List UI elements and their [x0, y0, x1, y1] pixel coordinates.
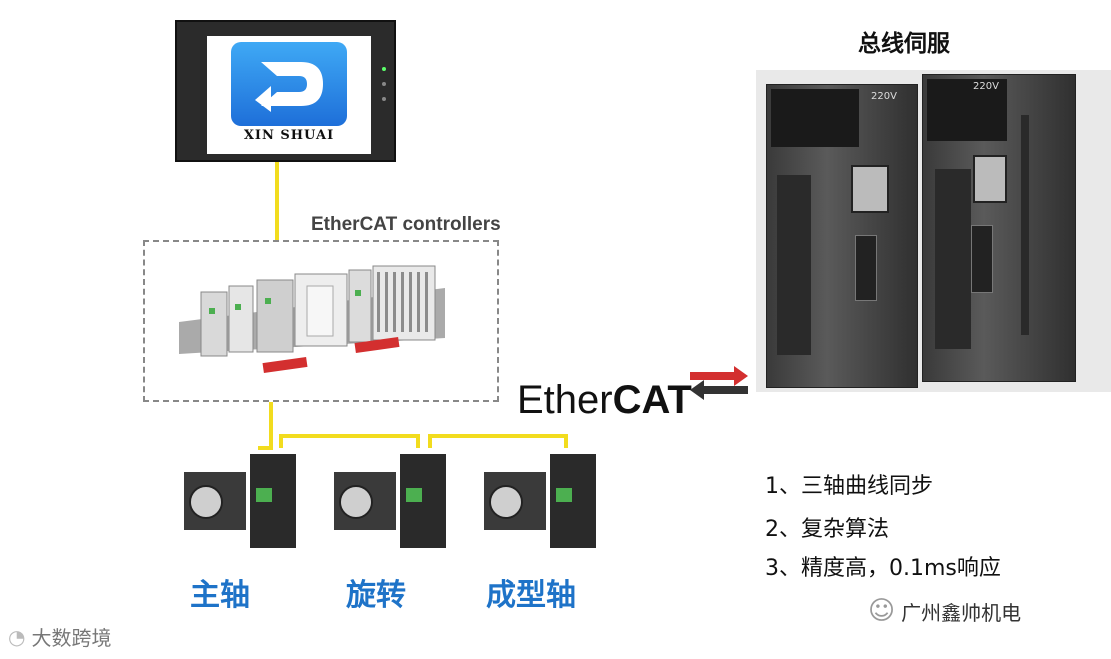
servo-voltage-label: 220V: [973, 81, 999, 92]
xinshuai-logo: [231, 42, 347, 126]
controllers-box: [143, 240, 499, 402]
ethercat-logo-part2: CAT: [612, 378, 692, 422]
status-led-icon: [382, 67, 386, 71]
watermark-right-text: 广州鑫帅机电: [901, 600, 1022, 625]
terminal-block-icon: [935, 169, 971, 349]
motor2-to-motor3-line: [428, 434, 568, 448]
ethercat-arrows-icon: [690, 366, 748, 400]
controller-modules-image: [179, 265, 445, 374]
servo-drives-image: 220V 220V: [756, 70, 1111, 392]
servo-title: 总线伺服: [858, 31, 950, 57]
motor-label: 成型轴: [486, 578, 576, 613]
watermark-logo-icon: ◔: [8, 624, 26, 649]
motor-label: 旋转: [346, 578, 406, 613]
motor1-to-motor2-line: [279, 434, 420, 448]
controller-to-motor1-line: [258, 402, 273, 450]
ethercat-logo-part1: Ether: [517, 378, 613, 422]
servo-drive-2: 220V: [922, 74, 1076, 382]
servo-display-icon: [771, 89, 859, 147]
servo-drive-1: 220V: [766, 84, 918, 388]
servo-motor-2: [328, 448, 454, 550]
motor-label: 主轴: [190, 578, 250, 613]
rj45-port-icon: [851, 165, 889, 213]
controllers-label: EtherCAT controllers: [311, 214, 501, 235]
status-led-icon: [382, 82, 386, 86]
servo-motor-icon: [184, 454, 296, 548]
servo-motor-3: [478, 448, 604, 550]
heatsink-icon: [1021, 115, 1029, 335]
terminal-block-icon: [777, 175, 811, 355]
db-connector-icon: [971, 225, 993, 293]
servo-voltage-label: 220V: [871, 91, 897, 102]
hmi-panel: XIN SHUAI: [175, 20, 396, 162]
watermark-left: ◔ 大数跨境: [8, 622, 111, 651]
ethercat-logo: EtherCAT: [517, 378, 692, 423]
logo-mark-icon: [255, 62, 323, 112]
watermark-right: ☺ 广州鑫帅机电: [868, 596, 1021, 626]
servo-motor-1: [178, 448, 304, 550]
wechat-icon: ☺: [868, 596, 896, 626]
hmi-screen: XIN SHUAI: [207, 36, 371, 154]
rj45-port-icon: [973, 155, 1007, 203]
servo-display-icon: [927, 79, 1007, 141]
status-led-icon: [382, 97, 386, 101]
hmi-brand-text: XIN SHUAI: [243, 128, 335, 143]
db-connector-icon: [855, 235, 877, 301]
servo-motor-icon: [484, 454, 596, 548]
watermark-left-text: 大数跨境: [31, 626, 112, 650]
feature-item: 2、复杂算法: [765, 517, 889, 542]
servo-motor-icon: [334, 454, 446, 548]
feature-item: 1、三轴曲线同步: [765, 474, 933, 499]
feature-item: 3、精度高，0.1ms响应: [765, 556, 1001, 581]
